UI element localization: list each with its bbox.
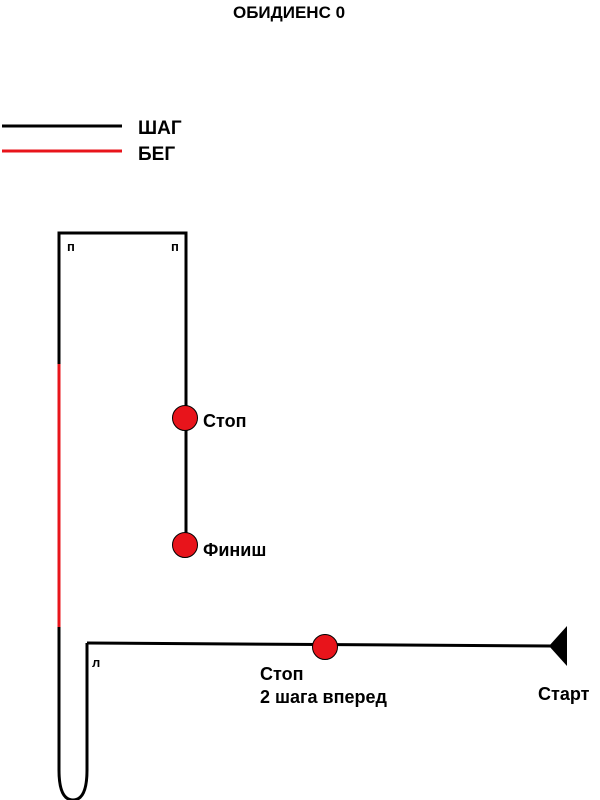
turn-mark-bottom-left: л	[92, 655, 100, 670]
finish-label: Финиш	[203, 540, 266, 560]
start-label: Старт	[538, 684, 590, 704]
stop-label-upper: Стоп	[203, 411, 246, 431]
stop-label-lower: Стоп	[260, 664, 303, 684]
stop-marker-lower	[312, 634, 338, 660]
start-triangle-icon	[549, 626, 567, 666]
legend-walk-label: ШАГ	[138, 118, 182, 139]
stop-marker-upper	[172, 405, 198, 431]
route-path	[57, 231, 553, 800]
legend: ШАГ БЕГ	[2, 118, 182, 165]
turn-mark-top-left: п	[67, 239, 75, 254]
diagram-title: ОБИДИЕНС 0	[233, 3, 345, 22]
stop-label-lower-instruction: 2 шага вперед	[260, 687, 387, 707]
turn-mark-top-right: п	[171, 239, 179, 254]
finish-marker	[172, 532, 198, 558]
route-segment-u-turn	[57, 769, 89, 800]
legend-run-label: БЕГ	[138, 144, 175, 165]
